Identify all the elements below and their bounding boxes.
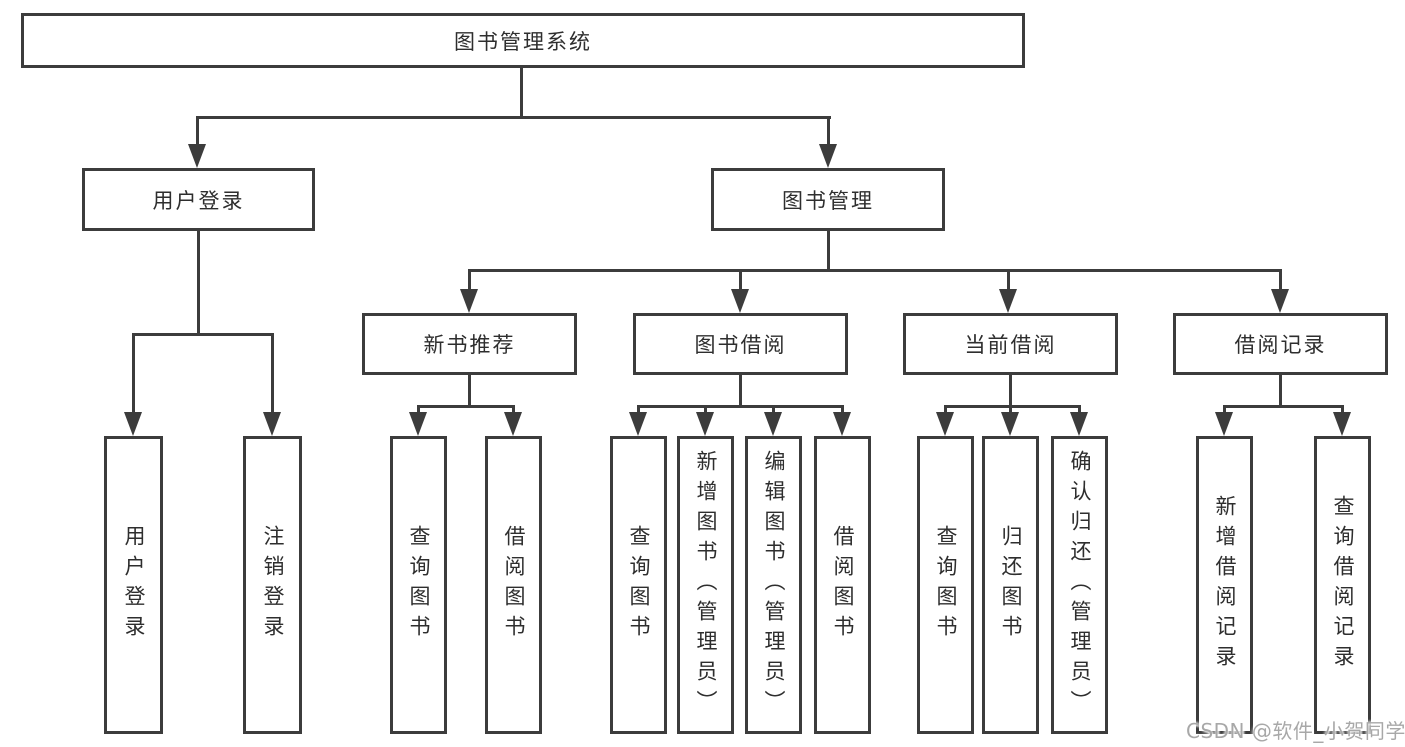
connector-line [1009, 405, 1012, 415]
node-borrowing-records: 借阅记录 [1173, 313, 1388, 375]
node-book-management: 图书管理 [711, 168, 945, 231]
connector-arrowhead [263, 412, 281, 436]
connector-line [1223, 405, 1344, 408]
connector-arrowhead [1271, 289, 1289, 313]
connector-line [1223, 405, 1226, 415]
connector-line [1007, 269, 1010, 291]
node-new-book-recommend: 新书推荐 [362, 313, 577, 375]
connector-line [196, 116, 199, 146]
connector-line [739, 375, 742, 408]
leaf-user-login: 用户登录 [104, 436, 163, 734]
connector-arrowhead [696, 412, 714, 436]
connector-line [271, 333, 274, 414]
leaf-query-books-current: 查询图书 [917, 436, 974, 734]
watermark-text: CSDN @软件_小贺同学 [1186, 719, 1405, 743]
node-user-login: 用户登录 [82, 168, 315, 231]
connector-line [520, 68, 523, 118]
connector-line [1009, 375, 1012, 408]
connector-arrowhead [1215, 412, 1233, 436]
connector-line [772, 405, 775, 415]
connector-arrowhead [819, 144, 837, 168]
node-root-library-system: 图书管理系统 [21, 13, 1025, 68]
connector-line [1341, 405, 1344, 415]
connector-arrowhead [833, 412, 851, 436]
leaf-edit-books-admin: 编辑图书（管理员） [745, 436, 802, 734]
leaf-borrow-books-recommend: 借阅图书 [485, 436, 542, 734]
connector-arrowhead [999, 289, 1017, 313]
leaf-query-borrow-record: 查询借阅记录 [1314, 436, 1371, 734]
leaf-return-books: 归还图书 [982, 436, 1039, 734]
connector-line [132, 333, 135, 414]
connector-line [196, 116, 831, 119]
connector-line [512, 405, 515, 415]
leaf-confirm-return-admin: 确认归还（管理员） [1051, 436, 1108, 734]
connector-line [1078, 405, 1081, 415]
node-current-borrowing: 当前借阅 [903, 313, 1118, 375]
connector-line [704, 405, 707, 415]
connector-arrowhead [1001, 412, 1019, 436]
connector-line [827, 116, 830, 146]
connector-arrowhead [1070, 412, 1088, 436]
connector-line [739, 269, 742, 291]
connector-arrowhead [731, 289, 749, 313]
connector-line [417, 405, 420, 415]
connector-arrowhead [409, 412, 427, 436]
connector-arrowhead [764, 412, 782, 436]
connector-arrowhead [124, 412, 142, 436]
leaf-add-books-admin: 新增图书（管理员） [677, 436, 734, 734]
connector-arrowhead [460, 289, 478, 313]
leaf-borrow-books: 借阅图书 [814, 436, 871, 734]
connector-line [197, 231, 200, 336]
leaf-query-books-borrowing: 查询图书 [610, 436, 667, 734]
connector-line [841, 405, 844, 415]
leaf-query-books-recommend: 查询图书 [390, 436, 447, 734]
connector-line [944, 405, 1081, 408]
connector-line [132, 333, 274, 336]
connector-line [1279, 269, 1282, 291]
connector-line [637, 405, 640, 415]
connector-arrowhead [629, 412, 647, 436]
node-book-borrowing: 图书借阅 [633, 313, 848, 375]
leaf-logout: 注销登录 [243, 436, 302, 734]
connector-arrowhead [504, 412, 522, 436]
connector-line [417, 405, 515, 408]
connector-line [827, 231, 830, 272]
connector-arrowhead [1333, 412, 1351, 436]
connector-line [468, 269, 471, 291]
connector-arrowhead [188, 144, 206, 168]
connector-line [468, 375, 471, 408]
connector-line [1279, 375, 1282, 408]
connector-line [468, 269, 1282, 272]
connector-arrowhead [936, 412, 954, 436]
connector-line [637, 405, 844, 408]
leaf-add-borrow-record: 新增借阅记录 [1196, 436, 1253, 734]
connector-line [944, 405, 947, 415]
